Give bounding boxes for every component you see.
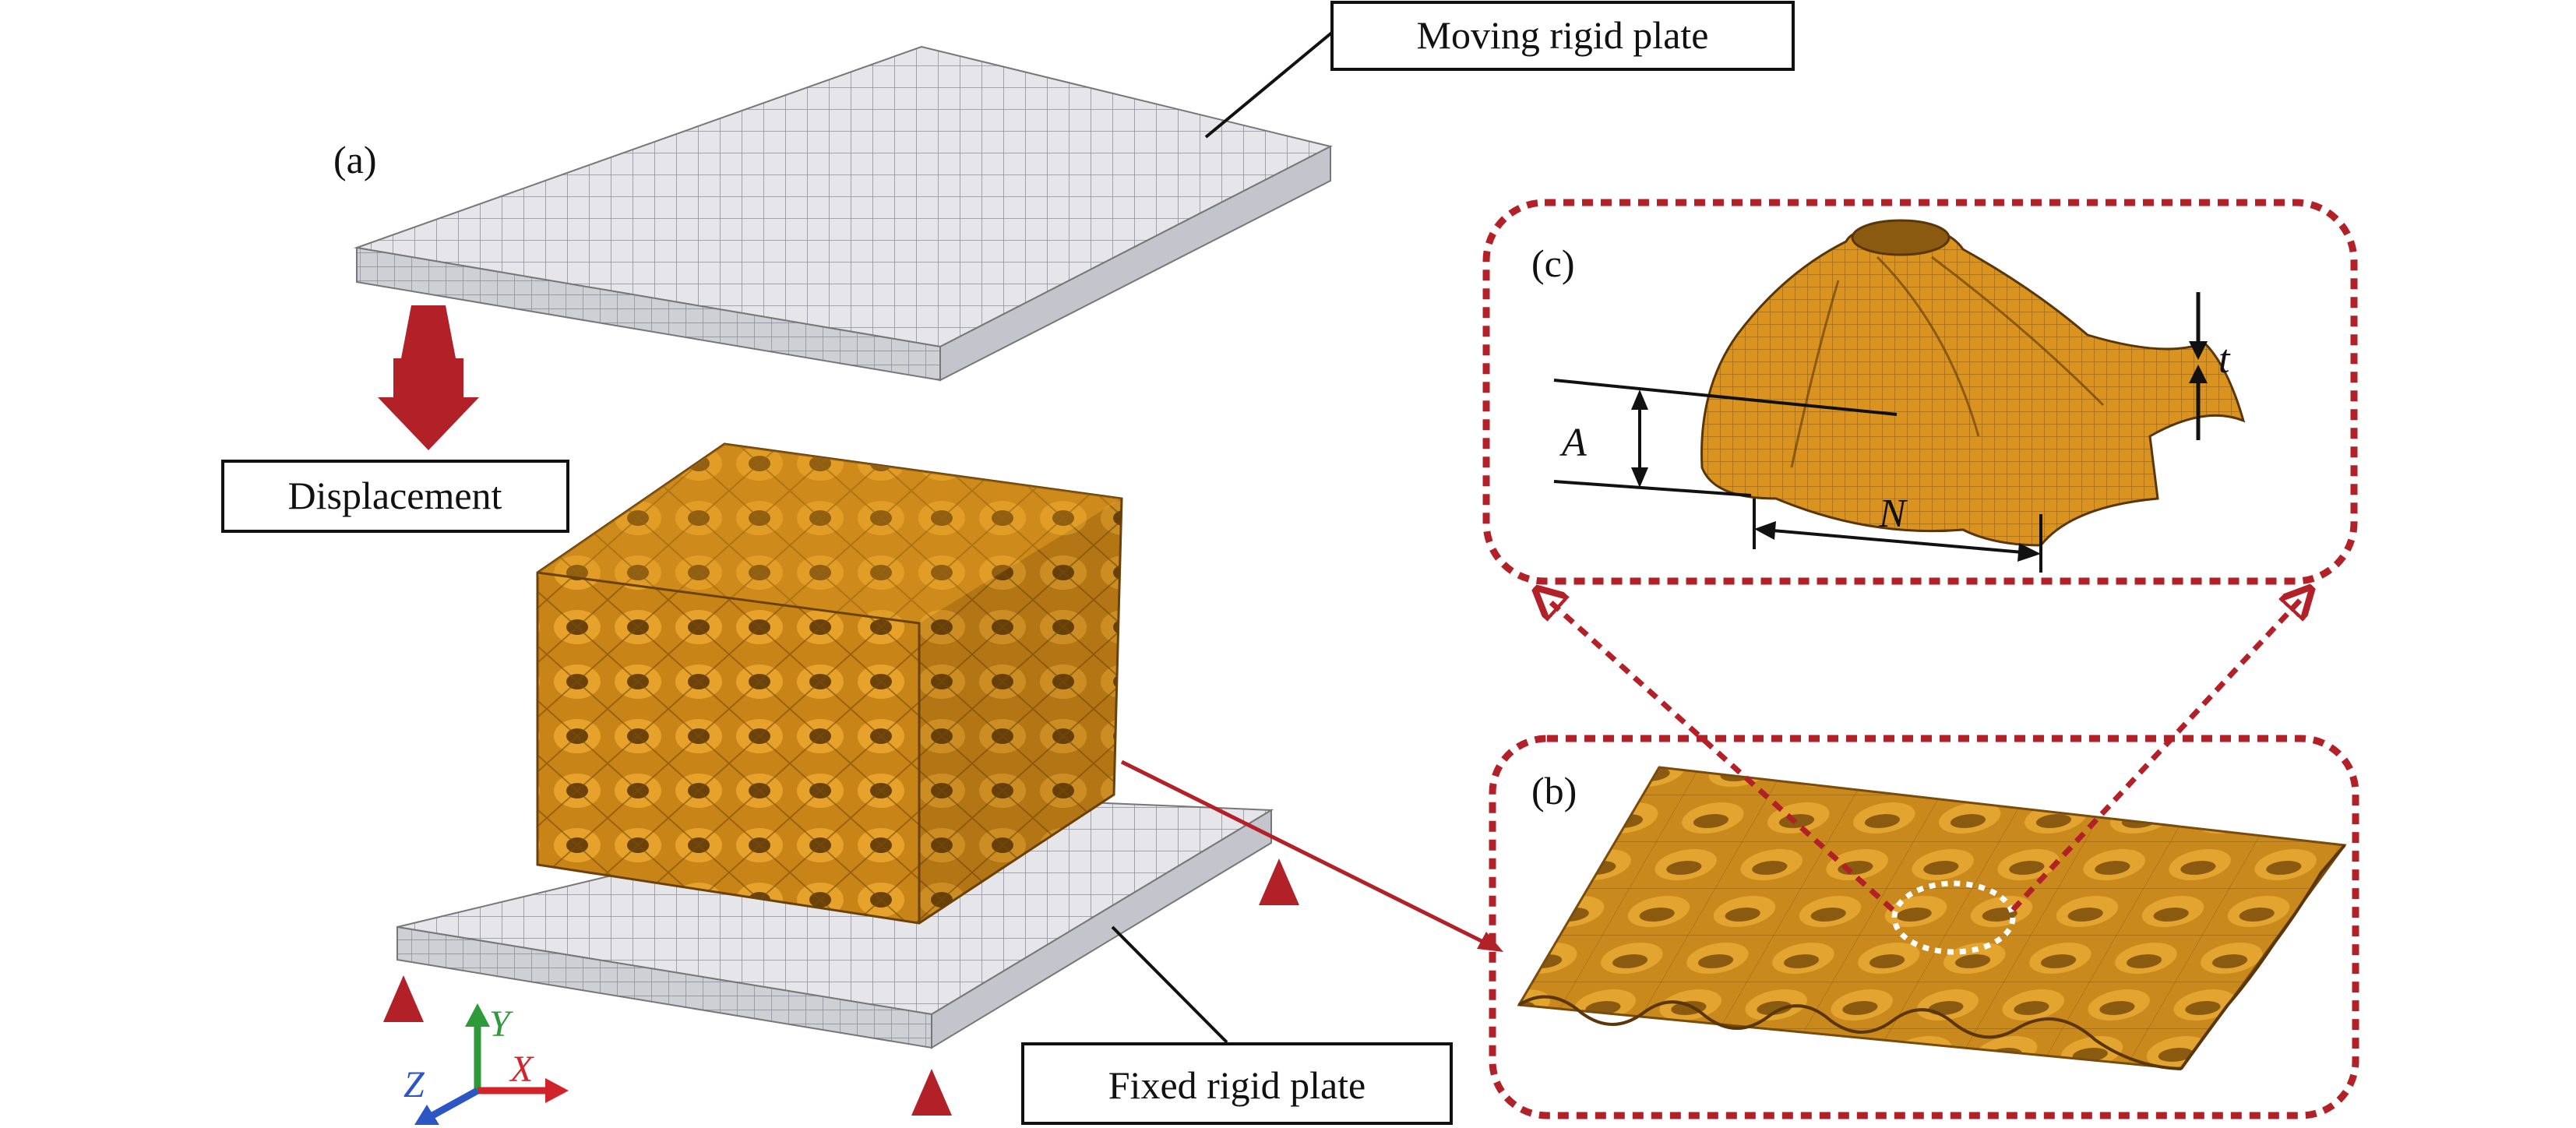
amplitude-label: A: [1559, 421, 1587, 465]
leader-lines: [1111, 30, 1335, 1044]
period-label: N: [1878, 492, 1908, 536]
z-axis-arrowhead: [414, 1105, 439, 1125]
period-dimension: [1753, 499, 2042, 573]
zoom-guide-lines: [1546, 598, 2302, 912]
panel-label-c: (c): [1531, 241, 1575, 285]
z-axis-arrow: [430, 1087, 480, 1119]
z-axis-label: Z: [403, 1064, 425, 1105]
x-axis-arrowhead: [545, 1078, 569, 1103]
x-axis-label: X: [509, 1049, 534, 1090]
panel-c-frame: (c) A N t: [1482, 199, 2358, 585]
coordinate-axes: Y X Z: [403, 1003, 569, 1125]
gyroid-lattice-structure: [536, 442, 1123, 925]
fixed-plate-label-box: Fixed rigid plate: [1021, 1042, 1453, 1125]
panel-b-frame: (b): [1489, 735, 2359, 1119]
moving-plate-label-box: Moving rigid plate: [1330, 1, 1795, 71]
thickness-label: t: [2218, 337, 2231, 382]
triangle-support-icon: [383, 858, 1299, 1116]
panel-label-b: (b): [1531, 769, 1577, 813]
moving-rigid-plate: [354, 45, 1333, 382]
fixed-plate-label: Fixed rigid plate: [1108, 1063, 1366, 1107]
panel-label-a: (a): [333, 138, 377, 182]
amplitude-dimension: [1553, 379, 1898, 497]
gyroid-sheet-surface: [1517, 766, 2347, 1070]
y-axis-arrowhead: [465, 1003, 490, 1027]
displacement-arrow-icon: [378, 305, 479, 450]
zoom-region-ellipse: [1891, 880, 2016, 955]
displacement-label: Displacement: [288, 474, 502, 517]
unit-cell-surface: [1700, 219, 2246, 547]
thickness-dimension: [2189, 292, 2208, 440]
y-axis-label: Y: [489, 1003, 513, 1045]
moving-plate-label: Moving rigid plate: [1417, 13, 1709, 57]
displacement-label-box: Displacement: [221, 460, 569, 533]
